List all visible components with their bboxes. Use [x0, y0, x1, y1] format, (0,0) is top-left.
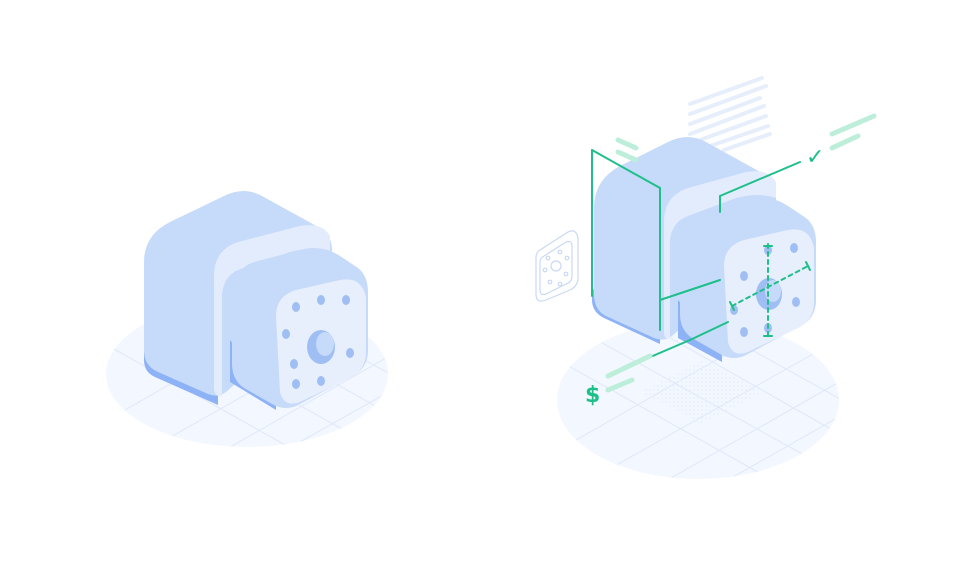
check-label-bars — [829, 113, 877, 151]
dim-label-bars — [615, 137, 639, 163]
flange-outline-icon — [535, 230, 579, 302]
cost-label-bars — [605, 353, 653, 393]
check-icon: ✓ — [806, 145, 824, 170]
left-bolt-holes — [282, 295, 354, 389]
spec-text-lines — [688, 76, 772, 152]
right-motor-body — [592, 137, 816, 362]
right-platform — [557, 321, 839, 479]
dollar-icon: $ — [585, 383, 600, 408]
left-motor-body — [144, 191, 368, 410]
